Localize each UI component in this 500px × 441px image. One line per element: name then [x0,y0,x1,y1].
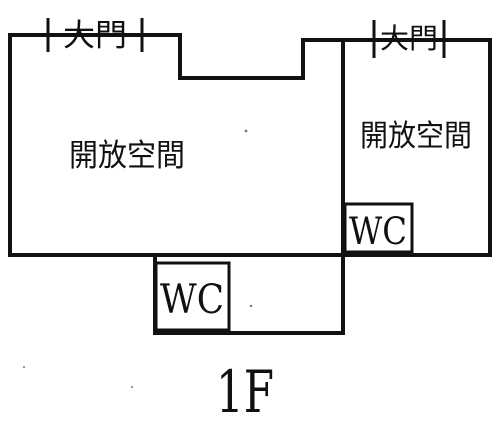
right-door-label: 大門 [380,22,438,55]
left-room-label: 開放空間 [69,138,185,174]
left-room-outline [8,33,345,257]
right-wc-label: WC [349,210,407,253]
left-door-marker [44,18,146,52]
scan-specks [23,129,253,388]
right-room-outline [343,38,492,257]
right-room-label: 開放空間 [360,119,472,154]
left-wc-label: WC [160,277,224,323]
right-wc-box [343,202,414,254]
left-door-label: 大門 [63,18,127,54]
floor-label: 1F [216,358,274,426]
left-wc-box [154,261,231,332]
right-door-marker [370,20,448,58]
